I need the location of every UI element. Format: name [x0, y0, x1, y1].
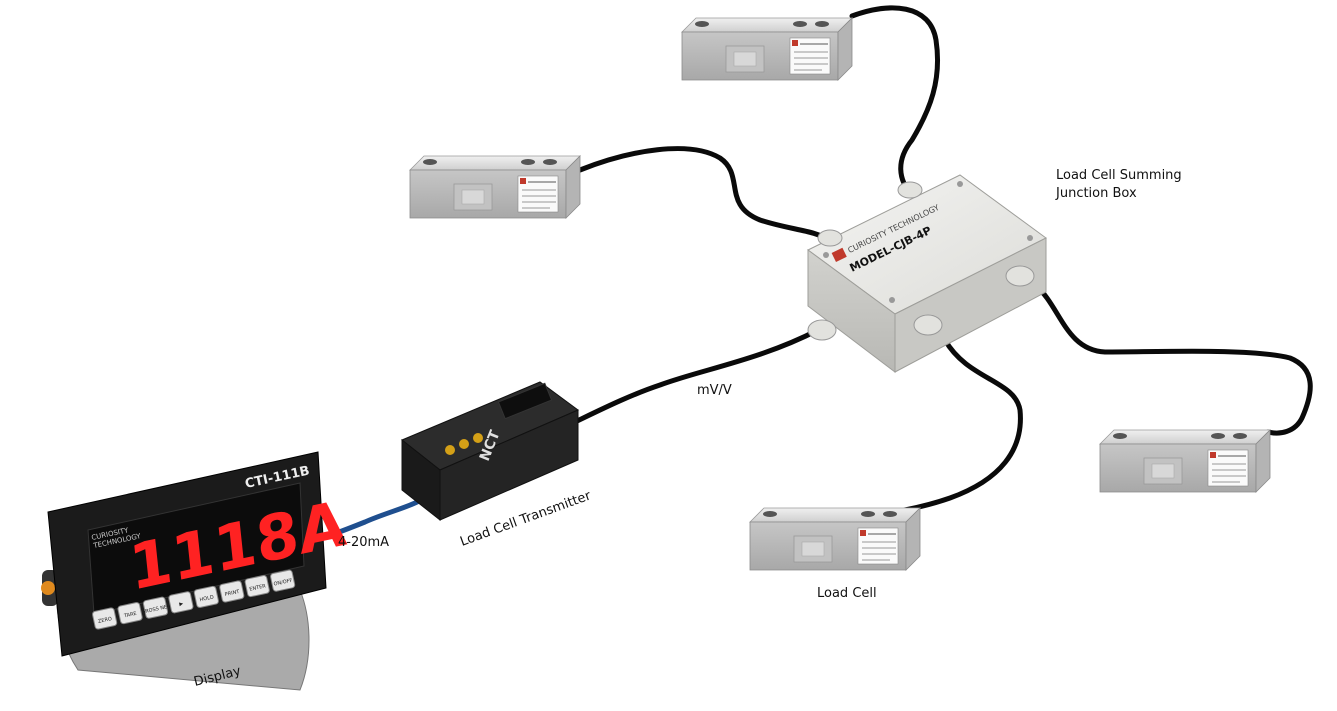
- display-key-label: ZERO: [98, 616, 113, 625]
- cable-left-cell: [577, 146, 831, 243]
- load-cell-left: [409, 155, 581, 219]
- display-key: [117, 602, 143, 625]
- cable-right-cell: [1032, 282, 1313, 436]
- label-load-cell: Load Cell: [817, 586, 877, 601]
- cable-bottom-cell: [902, 337, 1023, 513]
- display-key: [168, 591, 194, 614]
- display-key: [92, 607, 118, 630]
- cable-junction-transmitter: [572, 327, 821, 425]
- display-key: [193, 585, 219, 608]
- display-device: CTI-111B CURIOSITY TECHNOLOGY 1118A ZERO…: [41, 451, 349, 691]
- label-junction-line2: Junction Box: [1055, 186, 1137, 201]
- label-junction-line1: Load Cell Summing: [1056, 168, 1182, 183]
- display-key-label: HOLD: [199, 594, 214, 603]
- display-key-label: ON/OFF: [273, 578, 293, 588]
- cable-top-cell: [849, 5, 941, 198]
- cable-glands: [807, 181, 1035, 341]
- display-key: [270, 569, 296, 592]
- label-4-20ma: 4-20mA: [338, 535, 389, 550]
- display-key-label: ▶: [179, 601, 184, 608]
- display-key-label: ENTER: [249, 583, 267, 592]
- display-key-label: TARE: [123, 611, 138, 620]
- display-key: [142, 596, 169, 619]
- load-cell-bottom: [749, 507, 921, 571]
- load-cell-right: [1099, 429, 1271, 493]
- display-key: [244, 575, 270, 598]
- label-mvv: mV/V: [697, 383, 732, 398]
- junction-box: CURIOSITY TECHNOLOGY MODEL-CJB-4P: [807, 174, 1047, 374]
- display-key-label: PRINT: [224, 589, 241, 598]
- load-cell-transmitter: NCT: [401, 381, 579, 522]
- load-cell-top: [681, 17, 853, 81]
- display-key: [219, 580, 245, 603]
